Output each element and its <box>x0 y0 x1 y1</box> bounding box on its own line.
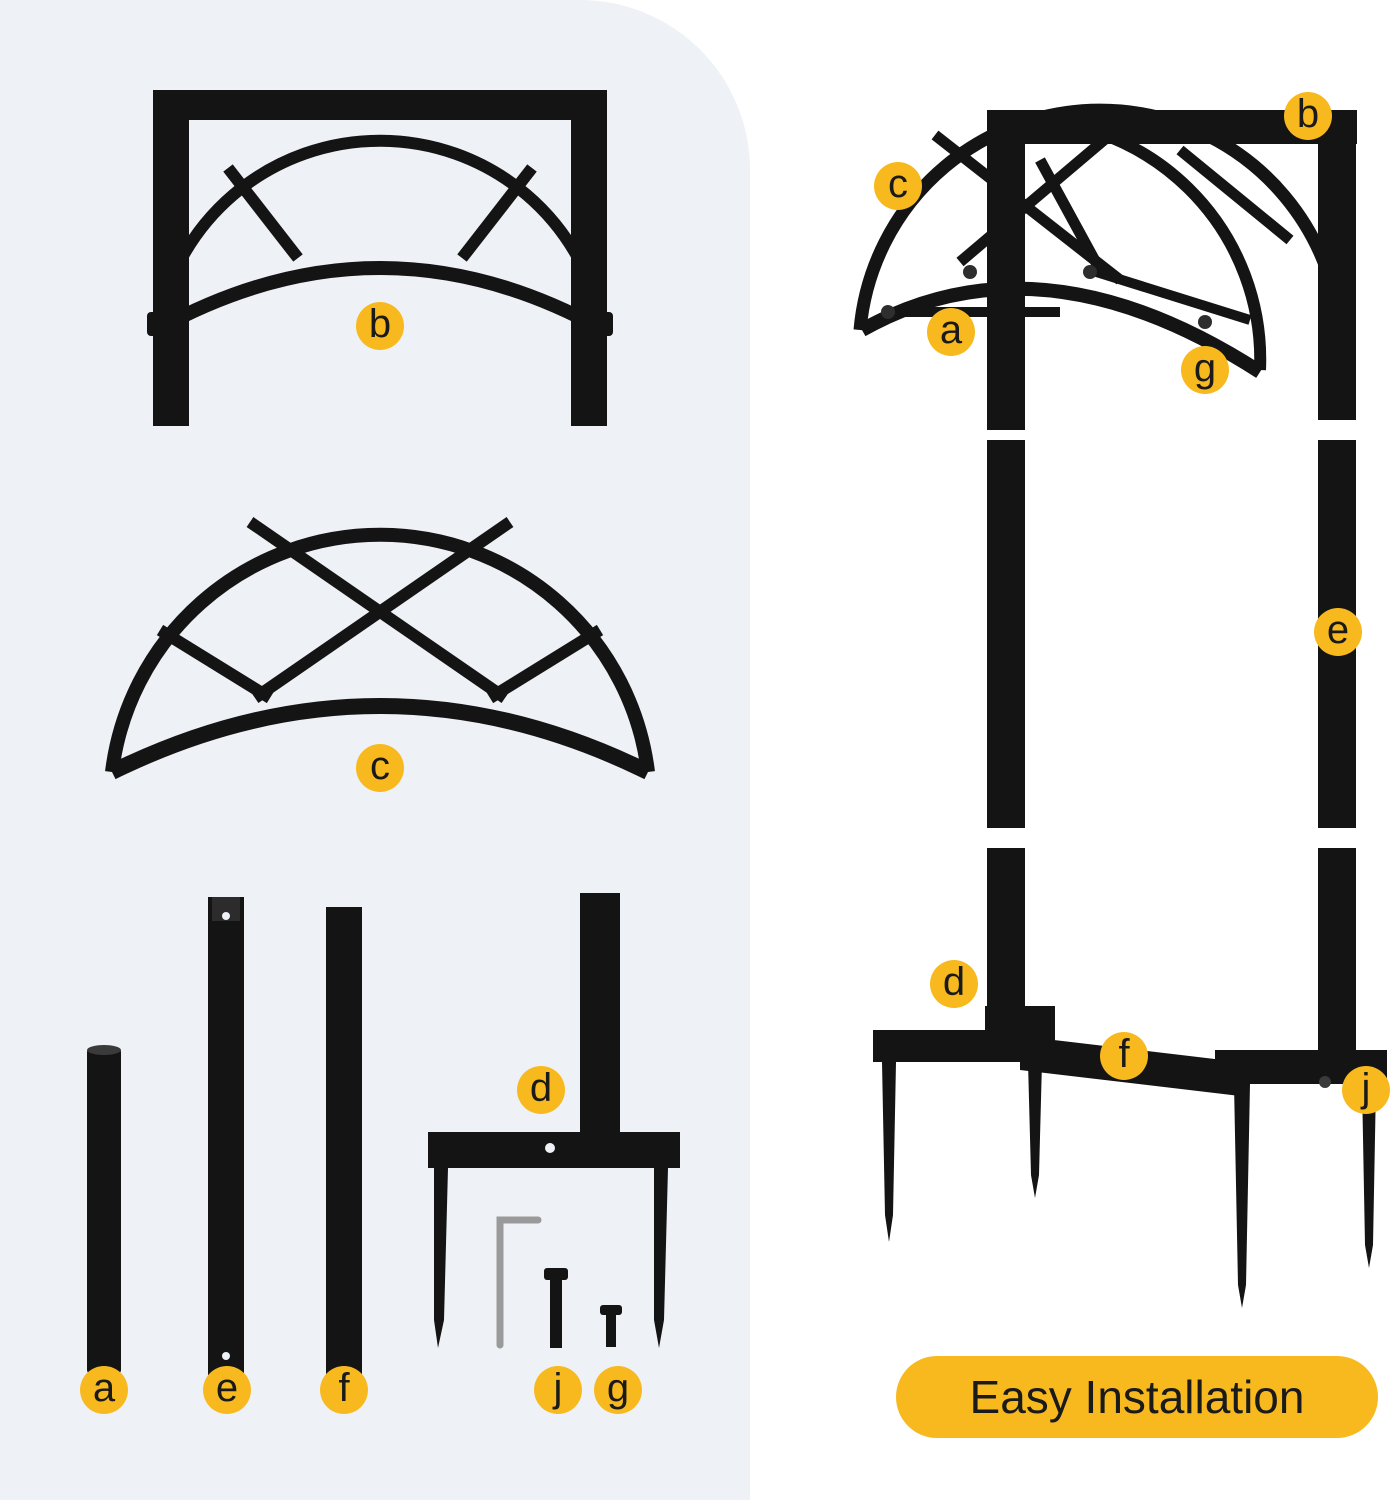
part-a-tube-illustration <box>87 1045 121 1374</box>
part-f-pole-illustration <box>326 907 362 1375</box>
badge-part-a: a <box>80 1366 128 1414</box>
part-b-frame-illustration <box>147 90 613 426</box>
part-d-stake-base-illustration <box>428 893 680 1348</box>
badge-part-j: j <box>534 1366 582 1414</box>
badge-part-c: c <box>356 744 404 792</box>
assembly-badge-f: f <box>1100 1032 1148 1080</box>
assembly-badge-b: b <box>1284 92 1332 140</box>
assembly-badge-c: c <box>874 162 922 210</box>
assembled-stand-illustration <box>853 103 1387 1308</box>
bolt-g-illustration <box>600 1305 622 1347</box>
assembly-badge-d: d <box>930 960 978 1008</box>
badge-part-g: g <box>594 1366 642 1414</box>
badge-part-d: d <box>517 1066 565 1114</box>
bolt-j-illustration <box>544 1268 568 1348</box>
assembly-badge-g: g <box>1181 346 1229 394</box>
part-c-arc-illustration <box>105 517 655 780</box>
part-e-pole-illustration <box>208 897 244 1375</box>
hex-key-illustration <box>496 1216 542 1349</box>
assembly-badge-a: a <box>927 308 975 356</box>
assembly-badge-e: e <box>1314 608 1362 656</box>
easy-installation-caption: Easy Installation <box>896 1356 1378 1438</box>
badge-part-f: f <box>320 1366 368 1414</box>
badge-part-e: e <box>203 1366 251 1414</box>
assembly-badge-j: j <box>1342 1066 1390 1114</box>
badge-part-b: b <box>356 302 404 350</box>
